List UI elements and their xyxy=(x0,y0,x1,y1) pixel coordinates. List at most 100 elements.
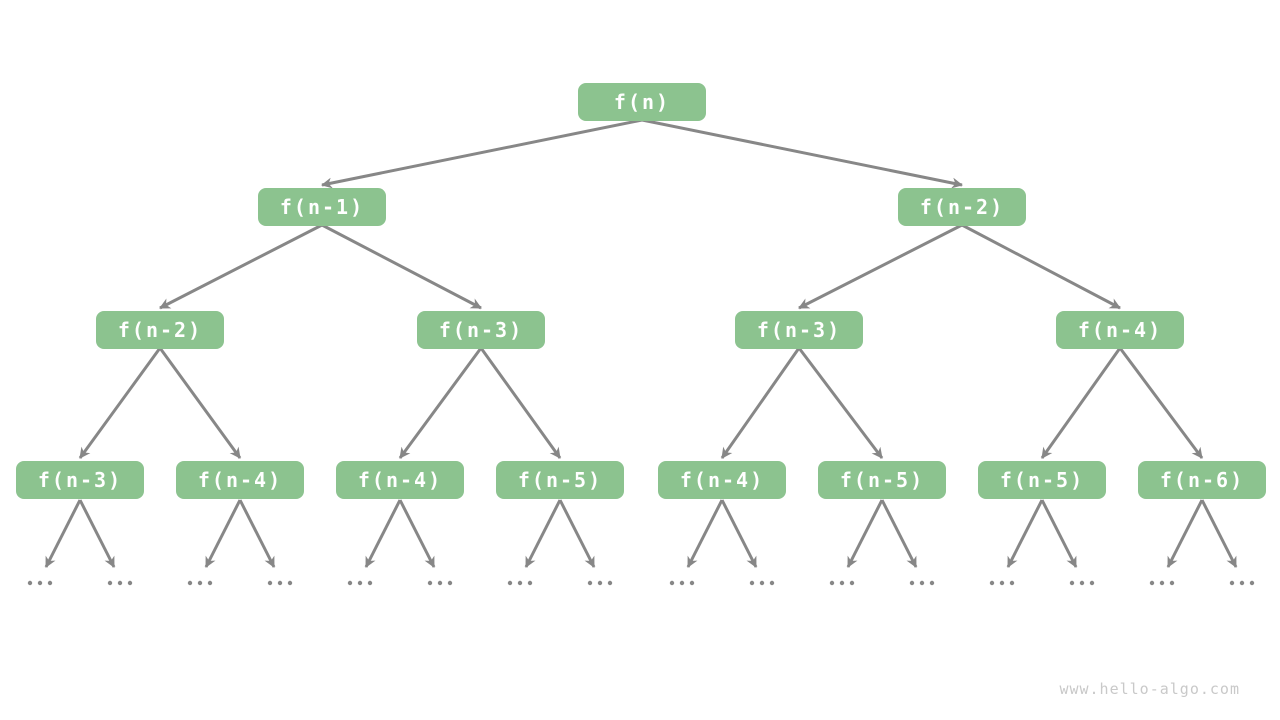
edge-arrow xyxy=(78,499,116,568)
ellipsis-leaf-dot xyxy=(357,580,363,586)
edge-arrow xyxy=(321,223,482,310)
watermark: www.hello-algo.com xyxy=(1059,680,1240,698)
ellipsis-leaf-dot xyxy=(1009,580,1015,586)
edge-arrow xyxy=(158,347,242,459)
edge-arrow xyxy=(1040,347,1122,459)
ellipsis-leaf-dot xyxy=(919,580,925,586)
tree-node xyxy=(496,461,624,499)
ellipsis-leaf-dot xyxy=(909,580,915,586)
tree-node xyxy=(1056,311,1184,349)
ellipsis-leaf-dot xyxy=(679,580,685,586)
tree-node-label: f(n-4) xyxy=(198,468,282,492)
ellipsis-leaf-dot xyxy=(427,580,433,586)
ellipsis-leaf-dot xyxy=(37,580,43,586)
ellipsis-leaf-dot xyxy=(27,580,33,586)
ellipsis-leaf-dot xyxy=(207,580,213,586)
tree-node xyxy=(258,188,386,226)
tree-node-label: f(n-3) xyxy=(439,318,523,342)
edge-arrow xyxy=(1118,347,1204,459)
tree-node-label: f(n-4) xyxy=(1078,318,1162,342)
tree-node xyxy=(818,461,946,499)
ellipsis-leaf-dot xyxy=(1149,580,1155,586)
ellipsis-leaf-dot xyxy=(839,580,845,586)
tree-node-label: f(n-5) xyxy=(1000,468,1084,492)
ellipsis-leaf-dot xyxy=(197,580,203,586)
edge-arrow xyxy=(1200,499,1238,568)
edge-arrow xyxy=(720,347,801,459)
ellipsis-leaf-dot xyxy=(1229,580,1235,586)
edge-arrow xyxy=(641,118,963,189)
tree-node xyxy=(658,461,786,499)
edge-arrow xyxy=(364,499,402,568)
edge-arrow xyxy=(1166,499,1204,568)
tree-node xyxy=(417,311,545,349)
edge-arrow xyxy=(321,118,643,189)
ellipsis-leaf-dot xyxy=(1089,580,1095,586)
edge-arrow xyxy=(398,499,436,568)
edge-arrow xyxy=(524,499,562,568)
tree-node-label: f(n-5) xyxy=(840,468,924,492)
ellipsis-leaf-dot xyxy=(587,580,593,586)
ellipsis-leaf-dot xyxy=(1079,580,1085,586)
edge-arrow xyxy=(1040,499,1078,568)
ellipsis-leaf-dot xyxy=(829,580,835,586)
ellipsis-leaf-dot xyxy=(669,580,675,586)
edge-arrow xyxy=(797,347,884,459)
tree-node-label: f(n-4) xyxy=(680,468,764,492)
tree-node-label: f(n-5) xyxy=(518,468,602,492)
edge-arrow xyxy=(686,499,724,568)
ellipsis-leaf-dot xyxy=(127,580,133,586)
ellipsis-leaf-dot xyxy=(607,580,613,586)
ellipsis-leaf-dot xyxy=(1069,580,1075,586)
edge-arrow xyxy=(961,223,1121,310)
ellipsis-leaf-dot xyxy=(267,580,273,586)
edge-arrow xyxy=(479,347,562,459)
edge-arrow xyxy=(846,499,884,568)
edge-arrow xyxy=(558,499,596,568)
ellipsis-leaf-dot xyxy=(849,580,855,586)
ellipsis-leaf-dot xyxy=(1239,580,1245,586)
tree-node xyxy=(176,461,304,499)
ellipsis-leaf-dot xyxy=(1159,580,1165,586)
tree-node xyxy=(1138,461,1266,499)
ellipsis-leaf-dot xyxy=(447,580,453,586)
ellipsis-leaf-dot xyxy=(759,580,765,586)
tree-node-label: f(n) xyxy=(614,90,670,114)
edge-arrow xyxy=(1006,499,1044,568)
ellipsis-leaf-dot xyxy=(507,580,513,586)
edge-arrow xyxy=(720,499,758,568)
ellipsis-leaf-dot xyxy=(749,580,755,586)
edge-arrow xyxy=(880,499,918,568)
ellipsis-leaf-dot xyxy=(597,580,603,586)
tree-node xyxy=(735,311,863,349)
tree-node xyxy=(96,311,224,349)
edge-arrow xyxy=(44,499,82,568)
edge-arrow xyxy=(78,347,162,459)
tree-node xyxy=(336,461,464,499)
ellipsis-leaf-dot xyxy=(287,580,293,586)
ellipsis-leaf-dot xyxy=(999,580,1005,586)
tree-node-label: f(n-2) xyxy=(118,318,202,342)
ellipsis-leaf-dot xyxy=(989,580,995,586)
ellipsis-leaf-dot xyxy=(47,580,53,586)
ellipsis-leaf-dot xyxy=(347,580,353,586)
ellipsis-leaf-dot xyxy=(929,580,935,586)
ellipsis-leaf-dot xyxy=(187,580,193,586)
ellipsis-leaf-dot xyxy=(367,580,373,586)
ellipsis-leaf-dot xyxy=(517,580,523,586)
ellipsis-leaf-dot xyxy=(689,580,695,586)
tree-node xyxy=(978,461,1106,499)
tree-node-label: f(n-1) xyxy=(280,195,364,219)
tree-node-label: f(n-3) xyxy=(757,318,841,342)
edge-arrow xyxy=(159,223,323,310)
edge-arrow xyxy=(798,223,963,310)
ellipsis-leaf-dot xyxy=(117,580,123,586)
ellipsis-leaf-dot xyxy=(1249,580,1255,586)
ellipsis-leaf-dot xyxy=(1169,580,1175,586)
tree-node-label: f(n-4) xyxy=(358,468,442,492)
edge-arrow xyxy=(204,499,242,568)
edge-arrow xyxy=(238,499,276,568)
ellipsis-leaf-dot xyxy=(437,580,443,586)
